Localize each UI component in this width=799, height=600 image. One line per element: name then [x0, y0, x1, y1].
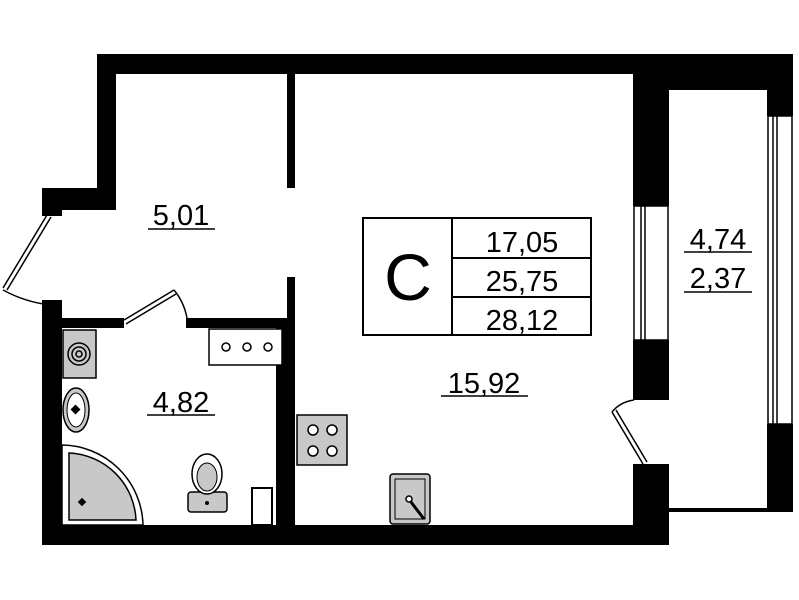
- balcony-wall-top: [668, 54, 793, 90]
- washing-machine-icon: [62, 329, 97, 379]
- shaft-box: [251, 487, 273, 526]
- apartment-type-letter: C: [384, 240, 432, 314]
- outer-wall-left-upper: [97, 54, 116, 210]
- outer-wall-left-lower: [42, 300, 62, 545]
- balcony-wall-right-lower: [767, 424, 793, 512]
- outer-wall-bottom: [42, 525, 668, 545]
- wall-bath-top-right: [186, 318, 290, 328]
- area-living: 17,05: [486, 227, 559, 259]
- outer-wall-entrance-jamb: [42, 188, 62, 216]
- wall-hall-living-upper: [287, 74, 295, 188]
- entrance-door[interactable]: [2, 214, 52, 306]
- room-area-bathroom: 4,82: [153, 387, 209, 419]
- balcony-door[interactable]: [611, 399, 648, 465]
- wall-bath-right: [276, 318, 290, 525]
- area-total-with-balcony: 28,12: [486, 305, 559, 337]
- toilet-icon: [187, 453, 228, 513]
- balcony-area: 4,74: [690, 224, 746, 256]
- wall-living-right-upper: [633, 54, 669, 206]
- walls: [42, 54, 793, 545]
- outer-wall-top: [97, 54, 793, 74]
- kitchen-sink-icon: [389, 473, 431, 525]
- stove-icon: [296, 414, 348, 466]
- wall-bath-top-left: [62, 318, 124, 328]
- washbasin-icon: [62, 387, 90, 433]
- bathroom-door[interactable]: [123, 289, 188, 325]
- balcony-wall-bottom: [668, 508, 793, 512]
- wall-hall-living-lower: [287, 277, 295, 527]
- area-total: 25,75: [486, 266, 559, 298]
- room-area-hall: 5,01: [153, 200, 209, 232]
- apartment-summary-box: C 17,05 25,75 28,12: [362, 217, 592, 337]
- window-balcony: [767, 115, 793, 425]
- kitchen-counter-burners: [208, 328, 283, 366]
- window-living: [633, 205, 669, 341]
- wall-living-right-middle: [633, 340, 669, 400]
- wall-living-right-lower: [633, 464, 669, 545]
- room-area-living: 15,92: [448, 368, 521, 400]
- shower-tray-icon: [61, 444, 144, 526]
- balcony-reduced-area: 2,37: [690, 263, 746, 295]
